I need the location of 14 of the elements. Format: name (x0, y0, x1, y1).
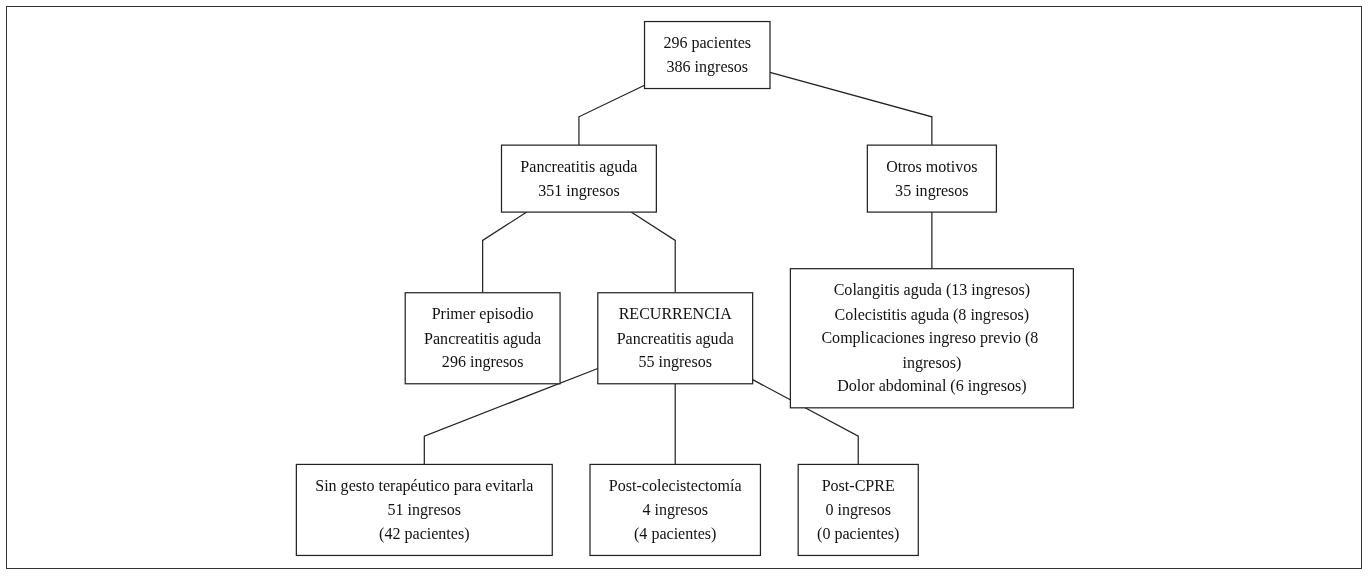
connector (630, 211, 676, 294)
node-box: Colangitis aguda (13 ingresos) Colecistitis aguda (8 ingresos) Complicaciones ingreso previo (8 ingresos) Dolor abdominal (6 ingresos) (789, 268, 1075, 409)
node-box: Post-CPRE 0 ingresos (0 pacientes) (797, 463, 920, 557)
connector (752, 379, 859, 466)
connector (931, 211, 933, 270)
node-box: Otros motivos 35 ingresos (866, 144, 998, 213)
node-box: Post-colecistectomía 4 ingresos (4 pacientes) (589, 463, 762, 557)
node-box: Sin gesto terapéutico para evitarla 51 ingresos (42 pacientes) (295, 463, 554, 557)
connector (674, 383, 676, 466)
node-box: Primer episodio Pancreatitis aguda 296 ingresos (404, 292, 561, 385)
node-box: RECURRENCIA Pancreatitis aguda 55 ingresos (597, 292, 754, 385)
connector (482, 211, 528, 294)
node-box: 296 pacientes 386 ingresos (644, 20, 771, 90)
node-box: Pancreatitis aguda 351 ingresos (501, 144, 658, 213)
